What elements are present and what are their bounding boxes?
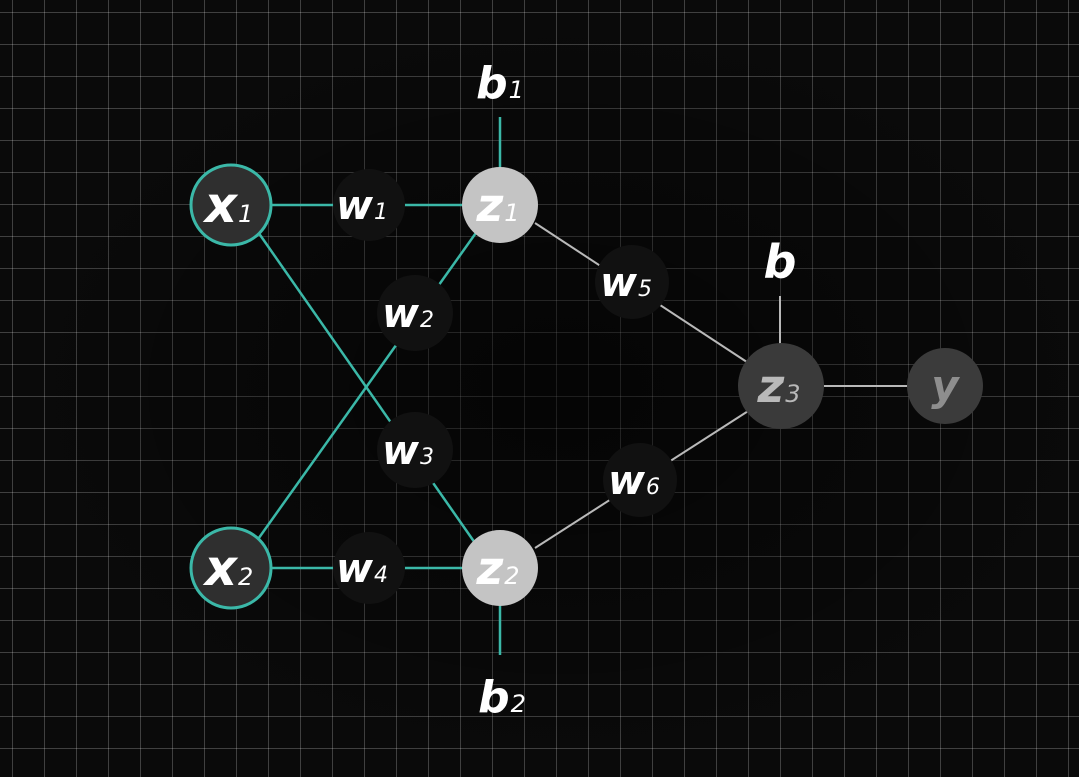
weight-w6: w6: [603, 443, 677, 517]
svg-text:b: b: [764, 235, 797, 289]
node-z2-main: z: [475, 541, 503, 595]
weight-w4-bubble: [333, 532, 405, 604]
svg-text:z3: z3: [756, 359, 800, 413]
svg-text:b1: b1: [476, 58, 524, 109]
weight-w3-main: w: [382, 428, 420, 474]
bias-b2-sub: 2: [511, 690, 526, 718]
bias-b: b: [764, 235, 797, 289]
svg-text:w1: w1: [336, 183, 388, 229]
weight-w3: w3: [377, 412, 453, 488]
node-x1-circle: [189, 163, 273, 247]
node-z3-sub: 3: [785, 380, 800, 408]
node-x2-circle: [189, 526, 273, 610]
bias-b1-sub: 1: [509, 76, 524, 104]
svg-text:b2: b2: [478, 672, 526, 723]
teal-edges: [231, 117, 502, 655]
bias-b-main: b: [764, 235, 797, 289]
weight-w3-bubble: [377, 412, 453, 488]
node-x2-sub: 2: [238, 563, 253, 591]
weight-w5: w5: [595, 245, 669, 319]
weight-w4-main: w: [336, 546, 374, 592]
svg-text:x1: x1: [202, 176, 254, 234]
node-x1-main: x: [202, 176, 239, 234]
weight-w2-bubble: [377, 275, 453, 351]
node-z1: z1: [462, 167, 538, 243]
node-z1-sub: 1: [504, 199, 519, 227]
bias-b1-main: b: [476, 58, 508, 109]
weight-w1-sub: 1: [374, 200, 388, 225]
node-y-circle: [907, 348, 983, 424]
node-z2-sub: 2: [504, 562, 519, 590]
weight-w5-bubble: [595, 245, 669, 319]
svg-text:w3: w3: [382, 428, 434, 474]
svg-text:w2: w2: [382, 291, 434, 337]
edge-x2-z1: [254, 229, 480, 543]
node-y-main: y: [931, 361, 960, 410]
node-z2: z2: [462, 530, 538, 606]
weight-w4: w4: [333, 532, 405, 604]
svg-text:x2: x2: [202, 539, 254, 597]
weight-w1-main: w: [336, 183, 374, 229]
weight-w3-sub: 3: [420, 445, 434, 470]
svg-text:w5: w5: [600, 260, 652, 306]
node-x1-sub: 1: [238, 200, 253, 228]
weight-w2-sub: 2: [420, 308, 434, 333]
weight-w4-sub: 4: [374, 563, 388, 588]
node-z3-main: z: [756, 359, 784, 413]
bias-b1: b1: [476, 58, 524, 109]
gray-edges: [534, 222, 908, 549]
node-z1-main: z: [475, 178, 503, 232]
weight-w5-sub: 5: [638, 277, 652, 302]
weight-w6-sub: 6: [646, 475, 660, 500]
weight-w2-main: w: [382, 291, 420, 337]
node-z3: z3: [738, 343, 824, 429]
node-x2: x2: [189, 526, 273, 610]
svg-text:y: y: [931, 361, 960, 410]
node-z2-circle: [462, 530, 538, 606]
svg-text:z1: z1: [475, 178, 519, 232]
bias-b2: b2: [478, 672, 526, 723]
node-z1-circle: [462, 167, 538, 243]
weight-w2: w2: [377, 275, 453, 351]
node-x1: x1: [189, 163, 273, 247]
weight-w1-bubble: [333, 169, 405, 241]
bias-b2-main: b: [478, 672, 510, 723]
weight-w5-main: w: [600, 260, 638, 306]
node-y: y: [907, 348, 983, 424]
node-x2-main: x: [202, 539, 239, 597]
weight-w6-bubble: [603, 443, 677, 517]
svg-text:w6: w6: [608, 458, 660, 504]
weight-w1: w1: [333, 169, 405, 241]
node-z3-circle: [738, 343, 824, 429]
svg-text:w4: w4: [336, 546, 388, 592]
weight-w6-main: w: [608, 458, 646, 504]
svg-text:z2: z2: [475, 541, 519, 595]
